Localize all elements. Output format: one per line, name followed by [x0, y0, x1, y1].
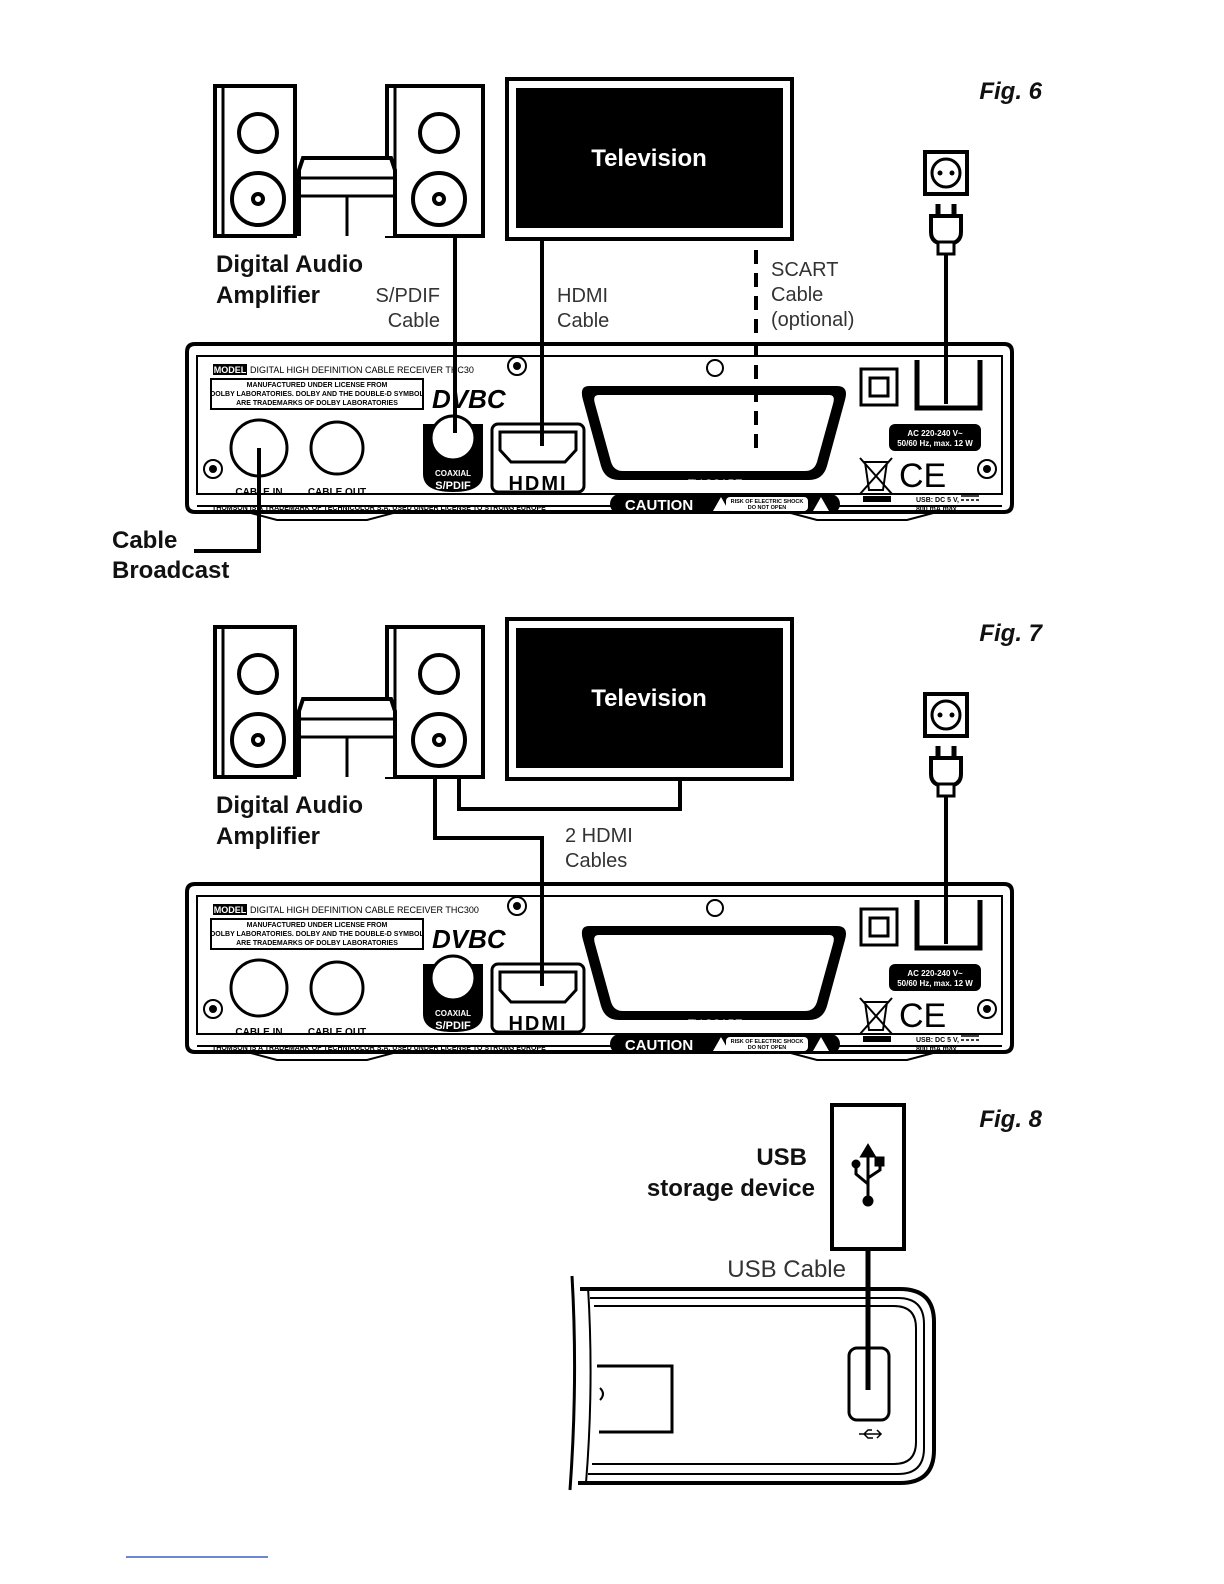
receiver-back-panel: MODEL DIGITAL HIGH DEFINITION CABLE RECE…: [187, 884, 1012, 1060]
cable-in-label: CABLE IN: [235, 1027, 282, 1038]
usb-rating-line1: USB: DC 5 V,: [916, 497, 959, 504]
amp-label-line2: Amplifier: [216, 823, 320, 850]
model-badge: MODEL: [214, 365, 247, 375]
usb-rating-line2: 800 mA max.: [916, 506, 959, 513]
license-line2: DOLBY LABORATORIES. DOLBY AND THE DOUBLE…: [210, 931, 424, 938]
scart-label-line1: SCART: [771, 259, 838, 281]
caution-label: CAUTION: [625, 1037, 693, 1054]
license-line1: MANUFACTURED UNDER LICENSE FROM: [247, 922, 388, 929]
tv-label: Television: [591, 685, 707, 712]
usb-cable-label: USB Cable: [727, 1256, 846, 1283]
television-screen: [516, 88, 783, 228]
tv-scart-label: TV SCART: [688, 1018, 742, 1030]
television-screen: [516, 628, 783, 768]
license-line2: DOLBY LABORATORIES. DOLBY AND THE DOUBLE…: [210, 391, 424, 398]
power-rating-line1: AC 220-240 V~: [907, 969, 963, 978]
amplifier-icon: [213, 625, 485, 779]
hdmi-cable-amp-receiver: [433, 777, 544, 986]
power-rating-line2: 50/60 Hz, max. 12 W: [897, 979, 973, 988]
hdmi-label-line1: HDMI: [557, 285, 608, 307]
license-line1: MANUFACTURED UNDER LICENSE FROM: [247, 382, 388, 389]
cable-out-label: CABLE OUT: [308, 487, 366, 498]
license-line3: ARE TRADEMARKS OF DOLBY LABORATORIES: [236, 940, 398, 947]
hdmi-label-line1: 2 HDMI: [565, 825, 633, 847]
power-rating-line2: 50/60 Hz, max. 12 W: [897, 439, 973, 448]
cable-out-label: CABLE OUT: [308, 1027, 366, 1038]
figure-6: Fig. 6 Television Digital Audio Amplifie…: [112, 77, 1043, 584]
usb-rating-line1: USB: DC 5 V,: [916, 1037, 959, 1044]
model-text: DIGITAL HIGH DEFINITION CABLE RECEIVER T…: [250, 365, 474, 375]
ce-mark: CE: [899, 997, 946, 1035]
power-rating-line1: AC 220-240 V~: [907, 429, 963, 438]
tv-scart-label: TV SCART: [688, 478, 742, 490]
hdmi-label-line2: Cables: [565, 850, 627, 872]
scart-label-line3: (optional): [771, 309, 854, 331]
tv-label: Television: [591, 145, 707, 172]
caution-label: CAUTION: [625, 497, 693, 514]
ce-mark: CE: [899, 457, 946, 495]
shock-line2: DO NOT OPEN: [748, 505, 787, 511]
hdmi-logo: HDMI: [508, 473, 567, 495]
receiver-front: [568, 1275, 936, 1491]
dvb-logo: DVBC: [432, 384, 507, 414]
fig6-title: Fig. 6: [979, 78, 1042, 105]
hdmi-label-line2: Cable: [557, 310, 609, 332]
broadcast-cable: [194, 448, 261, 553]
shock-line1: RISK OF ELECTRIC SHOCK: [731, 1039, 804, 1045]
trademark-text: THOMSON IS A TRADEMARK OF TECHNICOLOR S.…: [212, 1045, 546, 1052]
coaxial-label: COAXIAL: [435, 1009, 471, 1018]
usb-label-line2: storage device: [647, 1175, 815, 1202]
amplifier-icon: [213, 84, 485, 238]
fig7-title: Fig. 7: [979, 620, 1043, 647]
shock-line1: RISK OF ELECTRIC SHOCK: [731, 499, 804, 505]
figure-7: Fig. 7 Television Digital Audio Amplifie…: [187, 617, 1044, 1060]
trademark-text: THOMSON IS A TRADEMARK OF TECHNICOLOR S.…: [212, 505, 546, 512]
hdmi-cable-tv-amp: [457, 777, 682, 811]
figure-8: Fig. 8 USB storage device USB Cable: [568, 1103, 1043, 1491]
broadcast-label-line2: Broadcast: [112, 557, 229, 584]
amp-label-line1: Digital Audio: [216, 251, 363, 278]
model-text: DIGITAL HIGH DEFINITION CABLE RECEIVER T…: [250, 905, 479, 915]
dvb-logo: DVBC: [432, 924, 507, 954]
model-badge: MODEL: [214, 905, 247, 915]
power-plug-icon: [925, 152, 967, 254]
power-plug-icon: [925, 694, 967, 796]
hdmi-logo: HDMI: [508, 1013, 567, 1035]
usb-label-line1: USB: [756, 1144, 807, 1171]
broadcast-label-line1: Cable: [112, 527, 177, 554]
spdif-label-line2: Cable: [388, 310, 440, 332]
usb-icon: [851, 1143, 885, 1207]
receiver-back-panel: MODEL DIGITAL HIGH DEFINITION CABLE RECE…: [187, 344, 1012, 520]
scart-label-line2: Cable: [771, 284, 823, 306]
usb-rating-line2: 800 mA max.: [916, 1046, 959, 1053]
shock-line2: DO NOT OPEN: [748, 1045, 787, 1051]
license-line3: ARE TRADEMARKS OF DOLBY LABORATORIES: [236, 400, 398, 407]
spdif-label-line1: S/PDIF: [376, 285, 440, 307]
coaxial-label: COAXIAL: [435, 469, 471, 478]
amp-label-line1: Digital Audio: [216, 792, 363, 819]
spdif-port-label: S/PDIF: [435, 1020, 471, 1032]
spdif-port-label: S/PDIF: [435, 480, 471, 492]
amp-label-line2: Amplifier: [216, 282, 320, 309]
fig8-title: Fig. 8: [979, 1106, 1042, 1133]
